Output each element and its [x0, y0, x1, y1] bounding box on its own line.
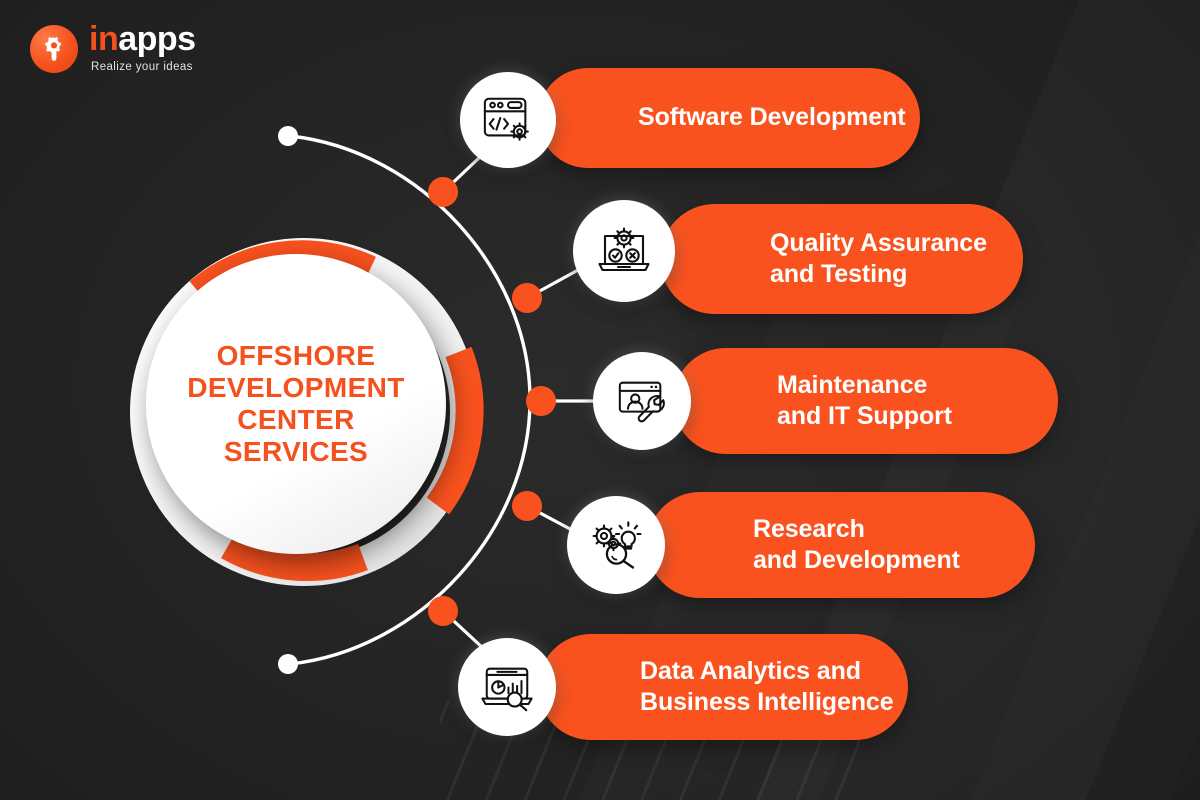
service-icon-bubble[interactable]	[567, 496, 665, 594]
service-label: Quality Assurance and Testing	[770, 228, 987, 289]
code-window-gear-icon	[483, 97, 529, 141]
service-icon-bubble[interactable]	[573, 200, 675, 302]
service-label: Research and Development	[753, 514, 960, 575]
service-item-software-development[interactable]: Software Development	[460, 68, 920, 172]
service-item-maintenance-support[interactable]: Maintenance and IT Support	[593, 348, 1058, 458]
browser-user-wrench-icon	[618, 381, 665, 423]
service-item-quality-assurance[interactable]: Quality Assurance and Testing	[573, 200, 1023, 318]
hub-inner-disc: OFFSHORE DEVELOPMENT CENTER SERVICES	[146, 254, 446, 554]
brand-wordmark: inapps	[89, 22, 196, 56]
brand-logo: inapps Realize your ideas	[30, 22, 196, 75]
node-dot	[512, 283, 542, 313]
service-icon-bubble[interactable]	[458, 638, 556, 736]
laptop-gear-check-cross-icon	[598, 227, 650, 272]
service-icon-bubble[interactable]	[593, 352, 691, 450]
service-label: Data Analytics and Business Intelligence	[640, 656, 894, 717]
service-pill[interactable]: Quality Assurance and Testing	[660, 204, 1023, 314]
node-dot	[428, 177, 458, 207]
service-icon-bubble[interactable]	[460, 72, 556, 168]
node-dot	[526, 386, 556, 416]
node-dot	[512, 491, 542, 521]
service-item-data-analytics[interactable]: Data Analytics and Business Intelligence	[458, 634, 908, 744]
arc-end-dot	[278, 126, 298, 146]
service-pill[interactable]: Research and Development	[647, 492, 1035, 598]
service-label: Software Development	[638, 103, 906, 132]
brand-name-in: in	[89, 20, 119, 58]
brand-name-apps: apps	[118, 20, 196, 58]
inapps-gear-pin-icon	[30, 24, 78, 73]
brand-tagline: Realize your ideas	[91, 61, 193, 73]
service-label: Maintenance and IT Support	[777, 370, 952, 431]
gears-lightbulb-magnifier-icon	[592, 521, 642, 569]
service-pill[interactable]: Software Development	[538, 68, 920, 168]
service-pill[interactable]: Data Analytics and Business Intelligence	[538, 634, 908, 740]
hub-title: OFFSHORE DEVELOPMENT CENTER SERVICES	[187, 340, 405, 467]
arc-end-dot	[278, 654, 298, 674]
central-hub: OFFSHORE DEVELOPMENT CENTER SERVICES	[120, 228, 488, 596]
service-item-research-development[interactable]: Research and Development	[567, 492, 1035, 602]
service-pill[interactable]: Maintenance and IT Support	[673, 348, 1058, 454]
node-dot	[428, 596, 458, 626]
hub-ring	[130, 238, 484, 586]
laptop-charts-magnifier-icon	[481, 667, 533, 712]
